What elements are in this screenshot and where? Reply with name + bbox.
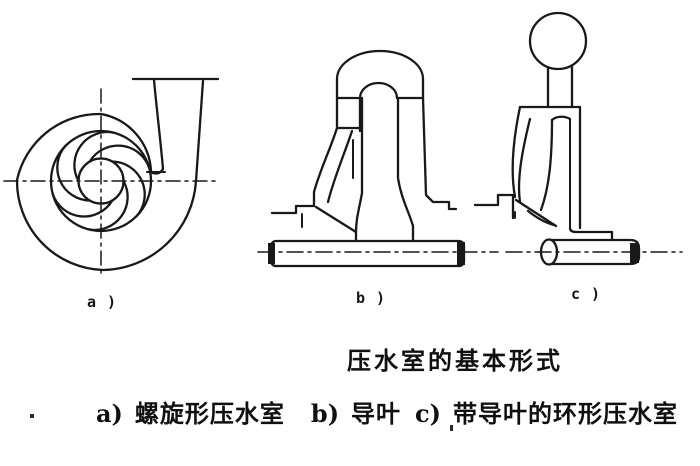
shaft-b xyxy=(269,239,466,268)
scan-artifact-dot xyxy=(30,414,34,418)
sublabel-a: a ) xyxy=(87,293,118,311)
column-right-edge xyxy=(396,96,415,242)
shaft-c-right-cap xyxy=(630,243,639,263)
annular-casing-diagram xyxy=(473,11,683,266)
scan-artifact-dot xyxy=(450,425,453,431)
left-flange-step xyxy=(270,204,316,215)
channel-left-wall xyxy=(539,118,554,212)
body-left-inner-curve xyxy=(517,117,532,204)
caption-part-b: b) 导叶 xyxy=(311,394,401,429)
shaft-b-left-cap xyxy=(268,243,275,264)
outlet-neck xyxy=(546,65,574,109)
channel-apex xyxy=(550,115,572,122)
sublabel-b: b ) xyxy=(356,289,387,307)
caption-text-b: 导叶 xyxy=(351,399,402,428)
pump-casing-diagrams xyxy=(3,11,683,274)
caption-key-c: c) xyxy=(415,399,442,428)
discharge-left-wall xyxy=(148,78,165,175)
inlet-outer-curve xyxy=(312,126,339,208)
caption-key-b: b) xyxy=(310,399,340,428)
left-passage-box xyxy=(335,96,362,133)
outlet-ball xyxy=(528,11,588,71)
caption-text-c: 带导叶的环形压水室 xyxy=(453,399,679,428)
spiral-volute-diagram xyxy=(3,77,220,274)
caption-text-a: 螺旋形压水室 xyxy=(134,399,285,428)
guide-vane-diagram xyxy=(257,49,499,268)
sublabel-c: c ) xyxy=(571,285,602,303)
figure-title: 压水室的基本形式 xyxy=(347,346,563,375)
vane-diagonal xyxy=(314,205,358,234)
shaft-b-right-cap xyxy=(457,242,465,265)
figure-caption: a) 螺旋形压水室 b) 导叶 c) 带导叶的环形压水室 xyxy=(96,394,678,429)
bottom-curl xyxy=(526,209,556,227)
right-wall-step xyxy=(421,96,458,211)
outer-dome xyxy=(335,49,425,100)
caption-part-c: c) 带导叶的环形压水室 xyxy=(415,394,678,429)
impeller-rim xyxy=(49,129,153,233)
impeller-blades xyxy=(51,130,151,232)
caption-key-a: a) xyxy=(96,399,123,428)
vane-diagonal-c xyxy=(514,198,558,228)
volute-spiral-wall xyxy=(15,79,205,272)
body-bottom-ledge xyxy=(568,226,614,243)
caption-part-a: a) 螺旋形压水室 xyxy=(96,394,285,429)
inner-dome-arc xyxy=(358,81,399,100)
left-flange-step-c xyxy=(473,193,515,220)
body-left-outer-curve xyxy=(511,105,522,199)
inlet-inner-curve xyxy=(326,129,354,204)
